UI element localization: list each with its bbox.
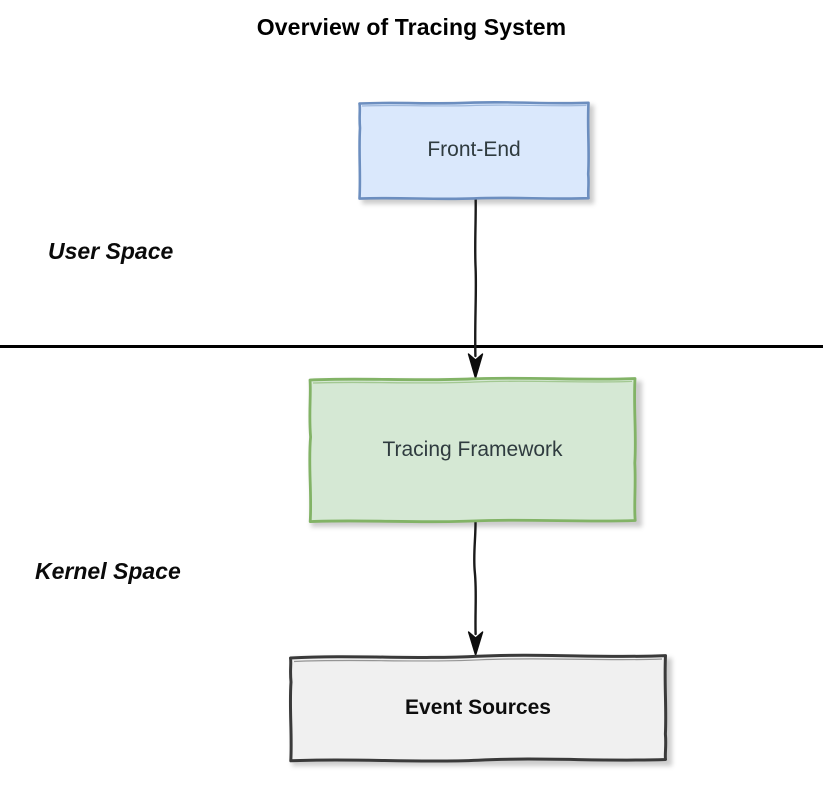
region-label-kernel-space: Kernel Space (35, 558, 181, 584)
region-label-user-space: User Space (48, 238, 174, 264)
node-front-end-label: Front-End (427, 138, 521, 162)
user-kernel-boundary-divider (0, 345, 823, 348)
page-title: Overview of Tracing System (256, 14, 567, 40)
node-event-sources[interactable]: Event Sources (288, 653, 672, 766)
edge-front-end-to-tracing-framework (440, 188, 520, 390)
edge-tracing-framework-to-event-sources (440, 510, 520, 667)
node-tracing-framework-label: Tracing Framework (382, 437, 563, 461)
node-front-end[interactable]: Front-End (358, 100, 594, 204)
node-tracing-framework[interactable]: Tracing Framework (307, 376, 642, 527)
node-event-sources-label: Event Sources (405, 695, 551, 719)
